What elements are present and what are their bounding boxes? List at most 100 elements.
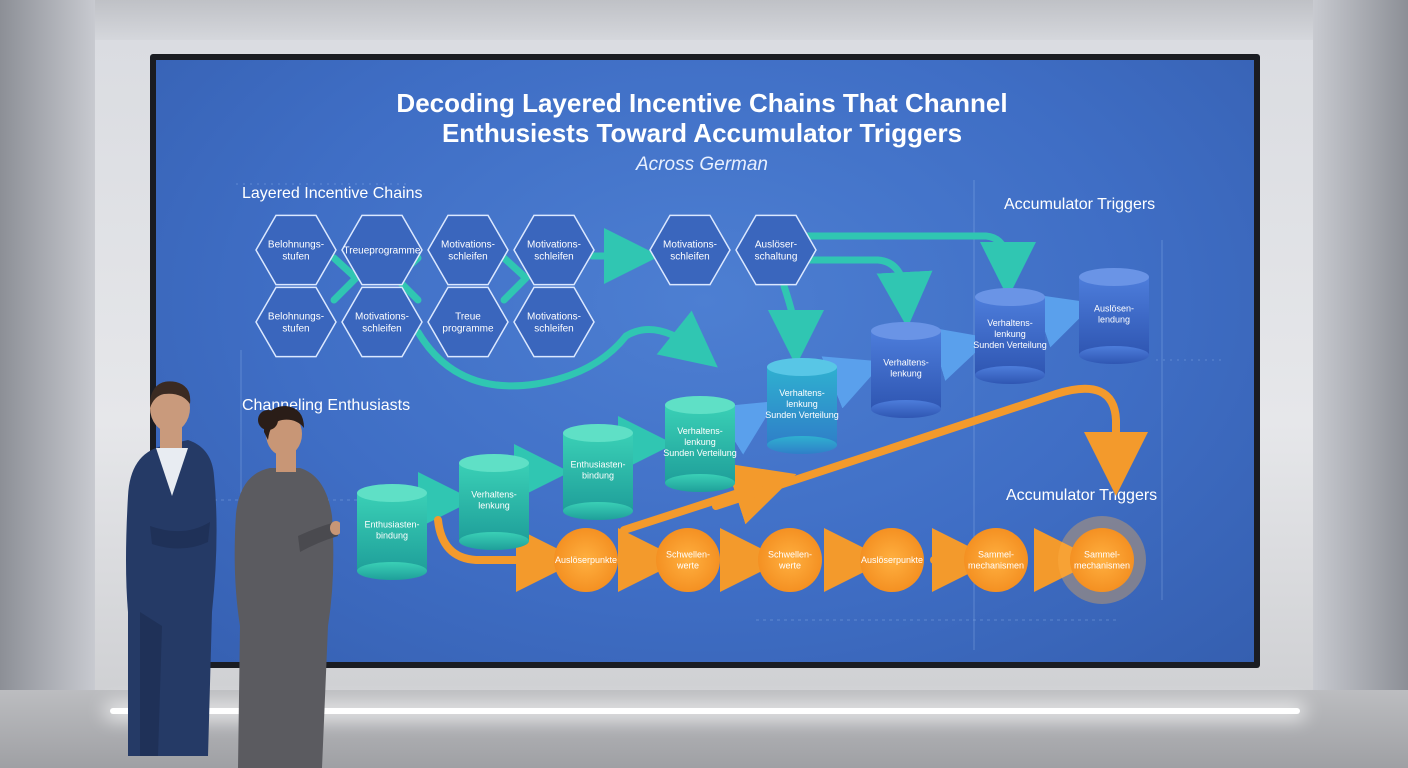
hexagon-node: Motivations-schleifen bbox=[513, 286, 595, 358]
hexagon-shape bbox=[427, 286, 509, 358]
circle-label-line: Sammel- bbox=[978, 550, 1014, 560]
cylinder-top bbox=[459, 454, 529, 472]
circle-shape bbox=[860, 528, 924, 592]
circle-label-line: mechanismen bbox=[968, 561, 1024, 571]
cylinder-node: Verhaltens-lenkung bbox=[459, 454, 529, 550]
cylinder-label-line: Sunden Verteilung bbox=[973, 340, 1047, 350]
circle-label-line: Schwellen- bbox=[666, 550, 710, 560]
hexagon-shape bbox=[341, 286, 423, 358]
section-layered-incentive-chains: Layered Incentive Chains bbox=[242, 185, 423, 202]
cylinder-top bbox=[665, 396, 735, 414]
hexagon-label-line: schleifen bbox=[534, 323, 573, 334]
cylinder-body bbox=[1079, 277, 1149, 355]
cylinder-label-line: lenkung bbox=[786, 399, 818, 409]
cylinder-label-line: bindung bbox=[582, 471, 614, 481]
hexagon-node: Belohnungs-stufen bbox=[255, 214, 337, 286]
hexagon-label: Motivations-schleifen bbox=[355, 311, 409, 334]
cylinder-label: Auslösen-lendung bbox=[1094, 304, 1134, 325]
hexagon-label-line: Treueprogramme bbox=[344, 245, 421, 256]
circle-group: AuslöserpunkteSchwellen-werteSchwellen-w… bbox=[554, 516, 1146, 604]
cylinder-label-line: Verhaltens- bbox=[883, 358, 929, 368]
circle-label: Schwellen-werte bbox=[666, 550, 710, 571]
orange-connectors bbox=[434, 384, 1148, 592]
hexagon-label: Belohnungs-stufen bbox=[268, 239, 324, 262]
cylinder-node: Enthusiasten-bindung bbox=[563, 424, 633, 520]
hexagon-label: Motivations-schleifen bbox=[441, 239, 495, 262]
circle-label-line: werte bbox=[778, 561, 801, 571]
hexagon-label-line: schleifen bbox=[362, 323, 401, 334]
hexagon-shape bbox=[735, 214, 817, 286]
hexagon-shape bbox=[649, 214, 731, 286]
circle-shape bbox=[656, 528, 720, 592]
hexagon-label-line: Motivations- bbox=[527, 311, 581, 322]
cylinder-body bbox=[767, 367, 837, 445]
cylinder-base bbox=[975, 366, 1045, 384]
hexagon-label: Motivations-schleifen bbox=[527, 311, 581, 334]
cylinder-node: Verhaltens-lenkung bbox=[871, 322, 941, 418]
hexagon-label-line: schaltung bbox=[755, 251, 798, 262]
circle-shape bbox=[964, 528, 1028, 592]
ceiling bbox=[0, 0, 1408, 40]
cylinder-label-line: lenkung bbox=[684, 437, 716, 447]
circle-label-line: Auslöserpunkte bbox=[555, 555, 617, 565]
cylinder-label-line: Auslösen- bbox=[1094, 304, 1134, 314]
hexagon-shape bbox=[255, 214, 337, 286]
circle-label-line: werte bbox=[676, 561, 699, 571]
cylinder-top bbox=[357, 484, 427, 502]
hexagon-label-line: Auslöser- bbox=[755, 239, 797, 250]
cylinder-base bbox=[563, 502, 633, 520]
cylinder-body bbox=[357, 493, 427, 571]
cylinder-label-line: bindung bbox=[376, 531, 408, 541]
section-accumulator-triggers-top: Accumulator Triggers bbox=[1004, 196, 1155, 213]
hexagon-node: Auslöser-schaltung bbox=[735, 214, 817, 286]
man-figure bbox=[126, 381, 217, 756]
hexagon-node: Motivations-schleifen bbox=[513, 214, 595, 286]
cylinder-body bbox=[563, 433, 633, 511]
subtitle: Across German bbox=[635, 154, 768, 175]
cylinder-base bbox=[1079, 346, 1149, 364]
left-wall bbox=[0, 0, 95, 700]
teal-connectors bbox=[330, 228, 1036, 528]
hexagon-label-line: programme bbox=[442, 323, 494, 334]
cylinder-label-line: Verhaltens- bbox=[677, 426, 723, 436]
title-line-2: Enthusiests Toward Accumulator Triggers bbox=[442, 118, 962, 148]
cylinder-body bbox=[975, 297, 1045, 375]
cylinder-label: Enthusiasten-bindung bbox=[364, 520, 419, 541]
cylinder-base bbox=[357, 562, 427, 580]
hexagon-label-line: Treue bbox=[455, 311, 481, 322]
circle-label-line: Sammel- bbox=[1084, 550, 1120, 560]
hexagon-shape bbox=[255, 286, 337, 358]
hexagon-label-line: Motivations- bbox=[527, 239, 581, 250]
cylinder-body bbox=[459, 463, 529, 541]
hexagon-group: Belohnungs-stufenTreueprogrammeMotivatio… bbox=[255, 214, 817, 358]
blue-connectors bbox=[713, 294, 1095, 455]
circle-label: Auslöserpunkte bbox=[861, 555, 923, 565]
hexagon-label: Belohnungs-stufen bbox=[268, 311, 324, 334]
hexagon-label-line: Belohnungs- bbox=[268, 239, 324, 250]
cylinder-base bbox=[459, 532, 529, 550]
hexagon-node: Motivations-schleifen bbox=[427, 214, 509, 286]
cylinder-base bbox=[767, 436, 837, 454]
cylinder-top bbox=[767, 358, 837, 376]
circle-shape bbox=[758, 528, 822, 592]
cylinder-label-line: Verhaltens- bbox=[471, 490, 517, 500]
cylinder-body bbox=[665, 405, 735, 483]
hexagon-shape bbox=[341, 214, 423, 286]
trigger-circle-node: Schwellen-werte bbox=[656, 528, 720, 592]
cylinder-base bbox=[665, 474, 735, 492]
hexagon-label-line: schleifen bbox=[670, 251, 709, 262]
hexagon-label: Auslöser-schaltung bbox=[755, 239, 798, 262]
circle-shape bbox=[554, 528, 618, 592]
cylinder-label-line: lenkung bbox=[994, 329, 1026, 339]
hexagon-shape bbox=[513, 286, 595, 358]
cylinder-node: Auslösen-lendung bbox=[1079, 268, 1149, 364]
trigger-circle-node: Auslöserpunkte bbox=[860, 528, 924, 592]
circle-label: Schwellen-werte bbox=[768, 550, 812, 571]
circle-shape bbox=[1070, 528, 1134, 592]
